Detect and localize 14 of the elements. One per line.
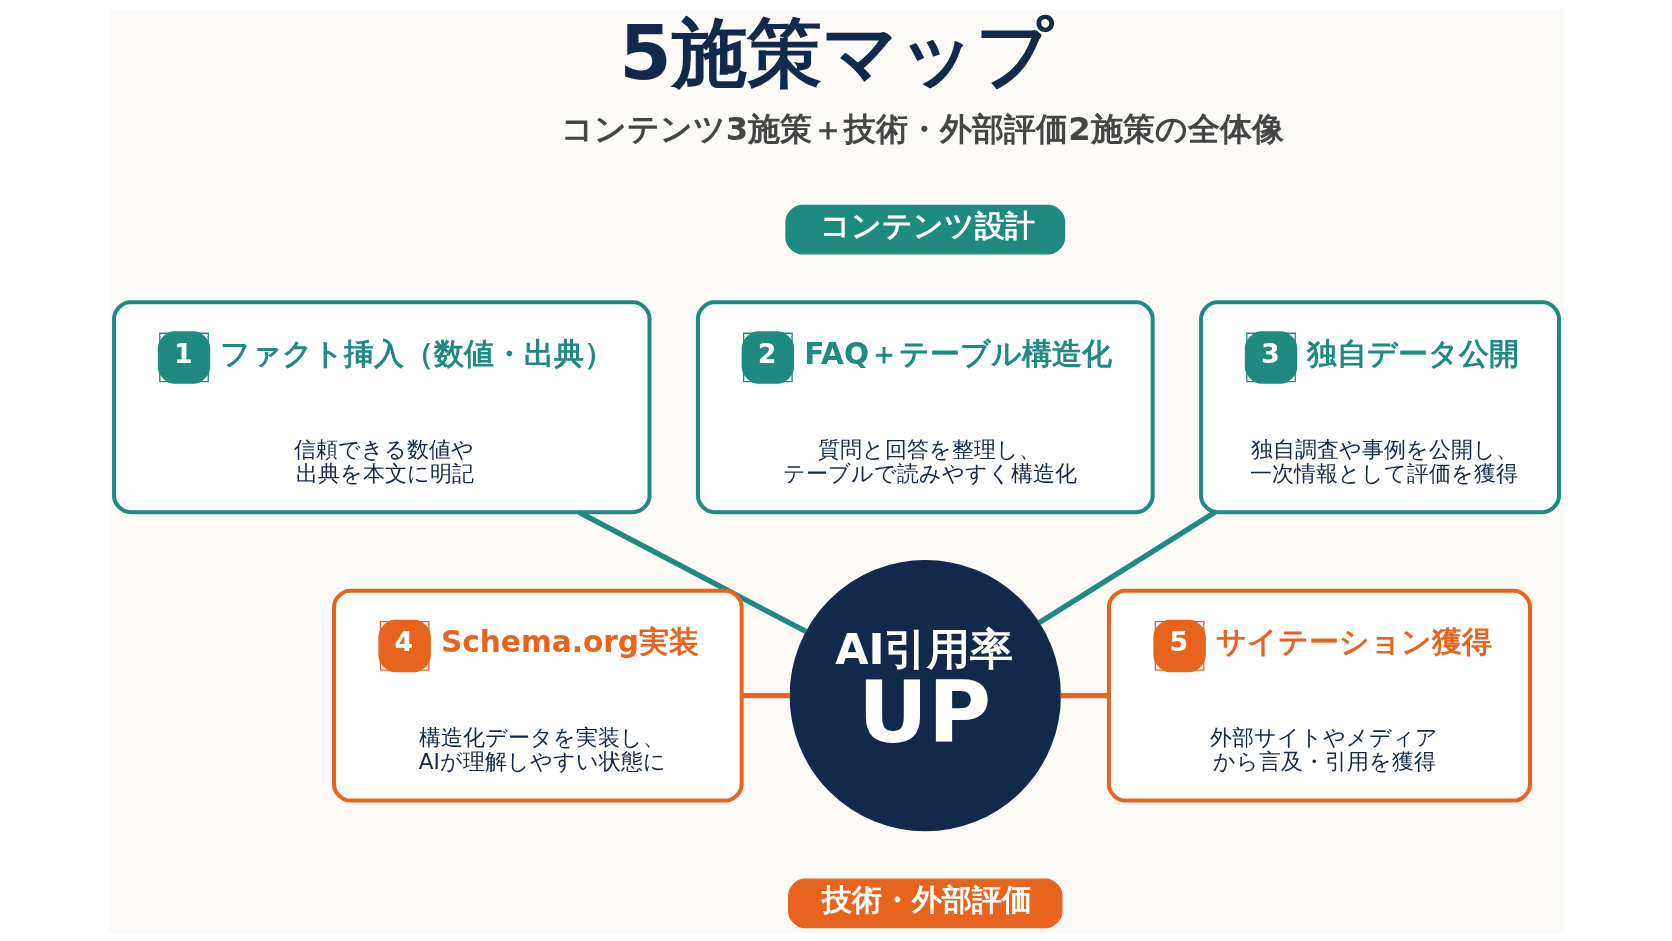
node-box: 1 ファクト挿入（数値・出典） 信頼できる数値や出典を本文に明記	[111, 299, 651, 514]
diagram-title: 5施策マップ	[618, 8, 1053, 97]
node-box: 4 Schema.org実装 構造化データを実装し、AIが理解しやすい状態に	[331, 588, 744, 803]
connector	[1037, 509, 1216, 625]
node-box: 技術・外部評価	[787, 878, 1062, 928]
node-box: 5 サイテーション獲得 外部サイトやメディアから言及・引用を獲得	[1106, 588, 1532, 803]
label: コンテンツ3施策＋技術・外部評価2施策の全体像	[560, 109, 1284, 148]
connector	[1059, 692, 1108, 698]
node-box: コンテンツ設計	[784, 204, 1065, 255]
connector	[577, 509, 807, 634]
node-box: 3 独自データ公開 独自調査や事例を公開し、一次情報として評価を獲得	[1198, 299, 1561, 514]
connector	[741, 692, 790, 698]
node-box: 2 FAQ＋テーブル構造化 質問と回答を整理し、テーブルで読みやすく構造化	[695, 299, 1155, 514]
node-circle: AI引用率 UP	[789, 559, 1061, 831]
